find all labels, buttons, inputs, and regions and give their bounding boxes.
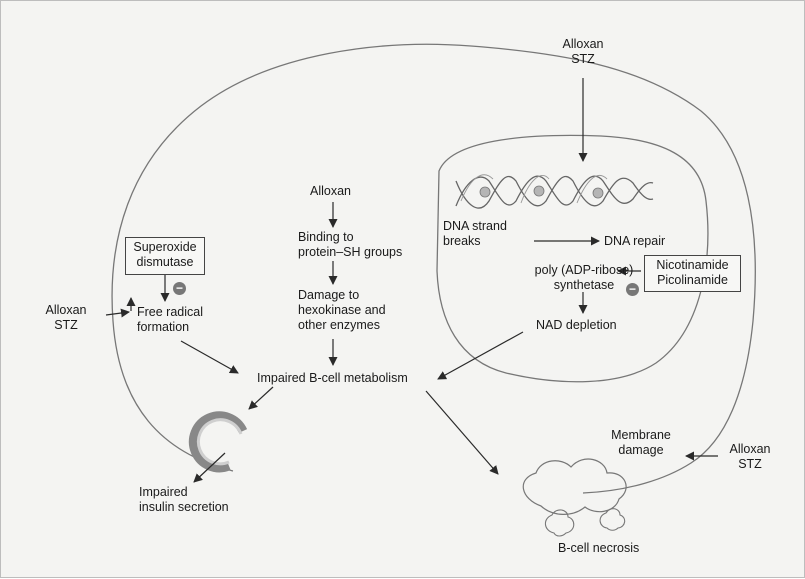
label-alloxan-center: Alloxan <box>310 184 351 198</box>
inhibit-icon-superoxide: − <box>173 282 186 295</box>
arrow-metabolism-to-necrosis <box>425 390 499 475</box>
arrow-nad-to-metabolism <box>437 331 524 380</box>
necrosis-debris-1 <box>544 509 575 537</box>
label-nad-depletion: NAD depletion <box>536 318 617 332</box>
label-damage-hexokinase: Damage to hexokinase and other enzymes <box>298 288 386 332</box>
label-alloxan-stz-right: Alloxan STZ <box>729 442 771 471</box>
nicotinamide-box: Nicotinamide Picolinamide <box>644 255 741 292</box>
label-impaired-insulin-secretion: Impaired insulin secretion <box>139 485 229 514</box>
necrosis-blob <box>522 458 627 515</box>
label-b-cell-necrosis: B-cell necrosis <box>558 541 640 555</box>
dna-helix <box>455 174 654 209</box>
cell-membrane <box>111 43 756 494</box>
label-membrane-damage: Membrane damage <box>611 428 671 457</box>
label-free-radical-formation: Free radical formation <box>137 305 203 334</box>
label-binding-protein-sh: Binding to protein–SH groups <box>298 230 403 259</box>
arrow-free-radical-to-metabolism <box>180 340 239 374</box>
label-dna-repair: DNA repair <box>604 234 666 248</box>
arrow-vesicle-to-insulin <box>193 452 226 483</box>
inhibit-icon-nicotinamide: − <box>626 283 639 296</box>
arrow-metabolism-to-vesicle <box>248 386 274 410</box>
label-alloxan-stz-top: Alloxan STZ <box>562 37 604 66</box>
label-poly-adp-ribose: poly (ADP-ribose) synthetase <box>534 263 634 292</box>
label-dna-strand-breaks: DNA strand breaks <box>443 219 507 248</box>
label-alloxan-stz-left: Alloxan STZ <box>45 303 87 332</box>
arrow-alloxan-left-to-free-radical <box>105 308 130 318</box>
necrosis-debris-2 <box>599 508 626 531</box>
label-impaired-b-cell-metabolism: Impaired B-cell metabolism <box>257 371 408 385</box>
dna-beads <box>479 185 604 199</box>
superoxide-dismutase-box: Superoxide dismutase <box>125 237 205 275</box>
